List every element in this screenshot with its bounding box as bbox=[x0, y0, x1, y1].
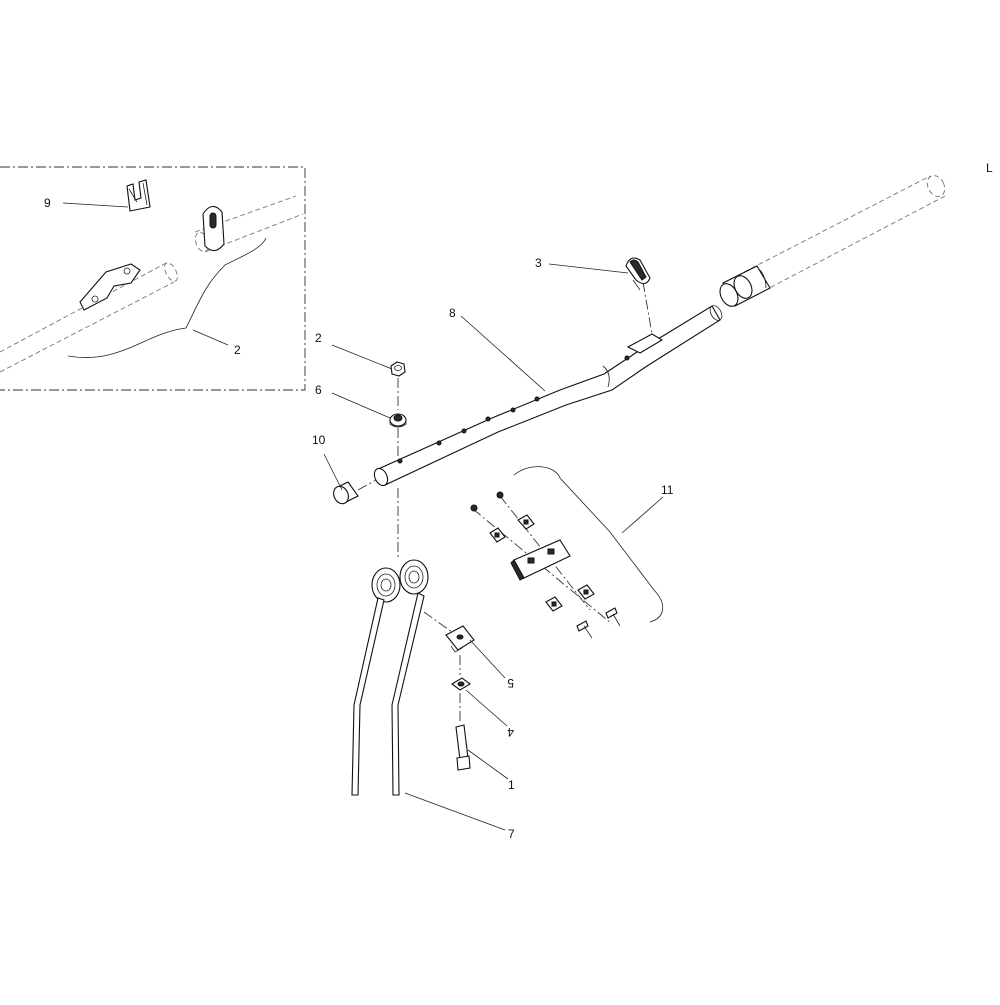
knob-part-3 bbox=[625, 257, 651, 291]
callout-6: 6 bbox=[315, 383, 322, 397]
callout-11: 11 bbox=[661, 483, 674, 497]
inset-tube-lower bbox=[0, 261, 178, 373]
spring-tine-part-7 bbox=[351, 559, 453, 796]
hook-bracket bbox=[79, 263, 141, 311]
callout-4: 4 bbox=[507, 725, 514, 739]
washer-part-6 bbox=[389, 413, 407, 428]
slotted-bracket bbox=[202, 205, 225, 252]
clamp-part-5 bbox=[445, 625, 475, 653]
leader-lines bbox=[323, 263, 664, 831]
end-cap-part-10 bbox=[333, 479, 377, 505]
callout-8: 8 bbox=[449, 306, 456, 320]
nut-part-2 bbox=[390, 361, 406, 377]
callout-2-inset: 2 bbox=[234, 343, 241, 357]
inset-connector-line bbox=[67, 237, 267, 358]
bracket-assembly-part-11 bbox=[470, 466, 663, 639]
callouts: 9 2 3 8 2 6 10 11 5 4 1 7 bbox=[44, 196, 674, 841]
callout-7: 7 bbox=[508, 827, 515, 841]
bolt-part-1 bbox=[455, 655, 471, 771]
adjacent-tube-ghost bbox=[719, 175, 946, 307]
clip-part-9 bbox=[126, 179, 151, 212]
main-tube-part-8 bbox=[373, 305, 723, 487]
callout-5: 5 bbox=[507, 676, 514, 690]
inset-detail bbox=[0, 166, 306, 391]
callout-9: 9 bbox=[44, 196, 51, 210]
callout-3: 3 bbox=[535, 256, 542, 270]
callout-10: 10 bbox=[312, 433, 326, 447]
tube-mount-block bbox=[626, 281, 664, 354]
callout-1: 1 bbox=[508, 778, 515, 792]
washer-part-4 bbox=[451, 677, 471, 691]
corner-mark: L bbox=[986, 161, 993, 175]
group-brace bbox=[513, 466, 663, 623]
callout-2: 2 bbox=[315, 331, 322, 345]
